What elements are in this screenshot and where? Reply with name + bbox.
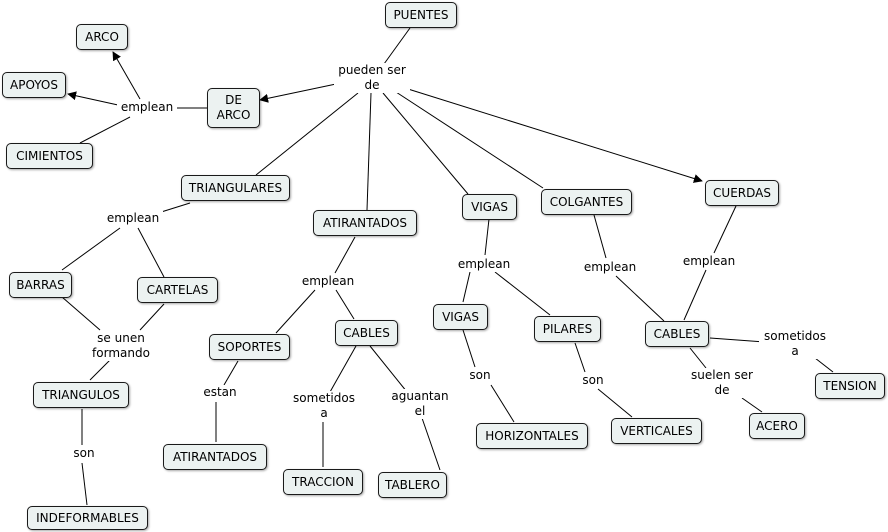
- concept-atirantados-sub[interactable]: ATIRANTADOS: [163, 444, 267, 470]
- concept-soportes[interactable]: SOPORTES: [209, 334, 290, 360]
- connector-cables-sometidos-c: [709, 337, 765, 343]
- connector-son-horizontales: [490, 384, 515, 423]
- connector-pilares-son: [574, 342, 586, 373]
- link-emplean-colgantes: emplean: [580, 260, 640, 275]
- connector-cables-aguantan: [369, 345, 408, 393]
- connector-link-triangulares: [255, 92, 359, 176]
- connector-son-verticales: [597, 388, 633, 418]
- connector-emplean-arco: [112, 51, 141, 100]
- connector-link-colgantes: [395, 91, 544, 189]
- connector-triangulares-emplean: [157, 202, 191, 214]
- link-sometidos-cables: sometidos a: [759, 329, 831, 359]
- connector-link-de-arco: [259, 83, 337, 103]
- concept-triangulares[interactable]: TRIANGULARES: [181, 175, 290, 201]
- concept-indeformables[interactable]: INDEFORMABLES: [27, 506, 148, 530]
- link-son-pilares: son: [577, 373, 609, 388]
- link-suelen-ser-de: suelen ser de: [685, 368, 759, 398]
- connector-emplean-cables: [335, 289, 355, 320]
- connector-colgantes-emplean: [593, 214, 607, 259]
- link-emplean-vigas: emplean: [454, 257, 514, 272]
- link-son-vigas: son: [464, 368, 496, 383]
- connector-cables-sometidos: [329, 345, 357, 393]
- concept-horizontales[interactable]: HORIZONTALES: [476, 423, 588, 449]
- connector-aguantan-tablero: [421, 417, 441, 471]
- connector-link-cuerdas: [407, 88, 703, 183]
- connector-sometidos-tension: [814, 357, 834, 373]
- connector-cables-suelen: [689, 347, 707, 369]
- link-emplean-arco: emplean: [117, 100, 177, 115]
- concept-colgantes[interactable]: COLGANTES: [541, 189, 632, 215]
- connector-emplean-apoyos: [67, 91, 119, 106]
- connector-soportes-estan: [223, 360, 239, 386]
- concept-traccion[interactable]: TRACCION: [283, 469, 363, 495]
- link-aguantan-el: aguantan el: [386, 389, 454, 419]
- connector-emplean-cables-cuerdas: [615, 275, 665, 322]
- connector-atirantados-emplean: [334, 236, 356, 274]
- concept-verticales[interactable]: VERTICALES: [611, 418, 702, 444]
- link-estan: estan: [198, 385, 242, 400]
- link-sometidos-atirantados: sometidos a: [288, 391, 360, 421]
- concept-triangulos[interactable]: TRIANGULOS: [33, 382, 129, 408]
- connector-vigas-emplean: [484, 218, 490, 256]
- concept-vigas-sub[interactable]: VIGAS: [433, 304, 488, 330]
- connector-link-atirantados: [366, 92, 372, 211]
- connector-emplean-cables-c: [683, 269, 707, 321]
- connector-puentes-link: [383, 27, 411, 65]
- concept-apoyos[interactable]: APOYOS: [2, 72, 66, 98]
- connector-emplean-pilares: [494, 271, 551, 316]
- connector-emplean-soportes: [275, 289, 316, 334]
- concept-cartelas[interactable]: CARTELAS: [137, 277, 218, 303]
- connector-suelen-acero: [741, 397, 763, 413]
- concept-tablero[interactable]: TABLERO: [378, 472, 447, 498]
- concept-tension[interactable]: TENSION: [815, 373, 885, 399]
- concept-acero[interactable]: ACERO: [749, 413, 805, 439]
- link-emplean-atirantados: emplean: [298, 274, 358, 289]
- connector-emplean-cartelas: [137, 227, 165, 278]
- connector-cartelas-seunen: [139, 303, 165, 331]
- concept-cimientos[interactable]: CIMIENTOS: [6, 143, 93, 169]
- link-pueden-ser-de: pueden ser de: [334, 63, 410, 93]
- connector-son-indeformables: [81, 462, 88, 506]
- connector-emplean-vigas-sub: [462, 271, 471, 303]
- connector-barras-seunen: [61, 296, 101, 331]
- concept-cuerdas[interactable]: CUERDAS: [705, 180, 779, 206]
- connector-emplean-barras: [61, 227, 121, 271]
- connector-vigas-sub-son: [462, 329, 476, 368]
- link-se-unen-formando: se unen formando: [86, 331, 156, 361]
- connector-seunen-triangulos: [89, 359, 111, 381]
- concept-barras[interactable]: BARRAS: [9, 272, 72, 298]
- concept-pilares[interactable]: PILARES: [534, 316, 601, 342]
- link-son-triangulos: son: [68, 446, 100, 461]
- concept-puentes[interactable]: PUENTES: [385, 2, 457, 28]
- concept-arco[interactable]: ARCO: [76, 24, 128, 50]
- concept-vigas[interactable]: VIGAS: [462, 194, 517, 220]
- concept-de-arco[interactable]: DE ARCO: [207, 88, 260, 128]
- concept-cables-cuerdas[interactable]: CABLES: [645, 321, 709, 347]
- connector-link-vigas: [382, 92, 469, 195]
- link-emplean-cuerdas: emplean: [679, 254, 739, 269]
- concept-atirantados[interactable]: ATIRANTADOS: [313, 210, 417, 236]
- connector-cuerdas-emplean: [713, 205, 737, 254]
- link-emplean-triangulares: emplean: [103, 211, 163, 226]
- concept-cables-atirantados[interactable]: CABLES: [335, 320, 398, 346]
- connector-emplean-cimientos: [79, 116, 131, 144]
